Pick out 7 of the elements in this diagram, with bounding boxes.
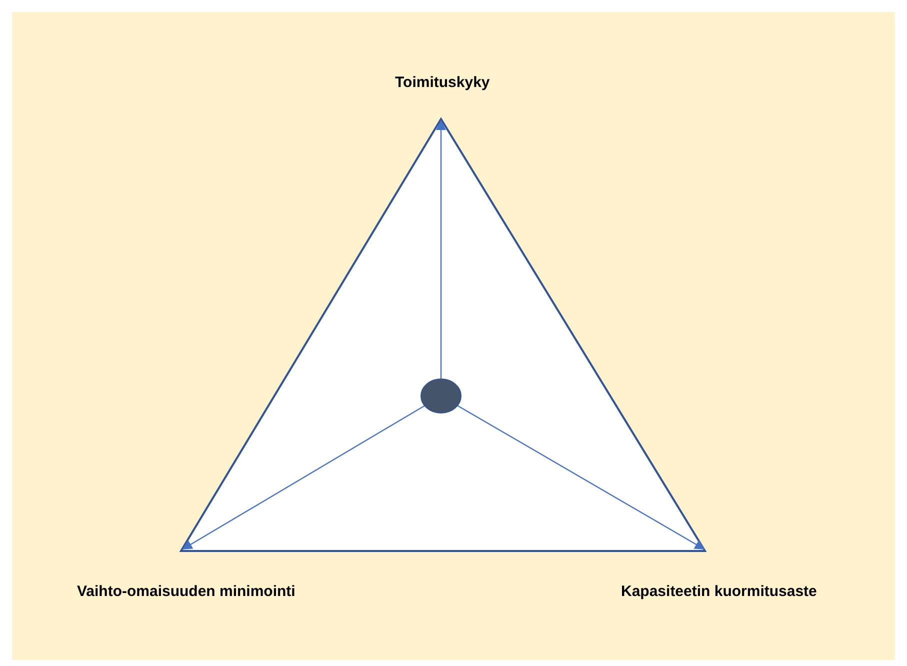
- corner-label: Kapasiteetin kuormitusaste: [621, 583, 817, 601]
- center-dot: [420, 378, 462, 414]
- arrow: [182, 405, 425, 550]
- arrow: [436, 120, 446, 379]
- arrow: [457, 405, 705, 550]
- corner-label: Vaihto-omaisuuden minimointi: [77, 583, 296, 601]
- corner-label: Toimituskyky: [395, 74, 490, 92]
